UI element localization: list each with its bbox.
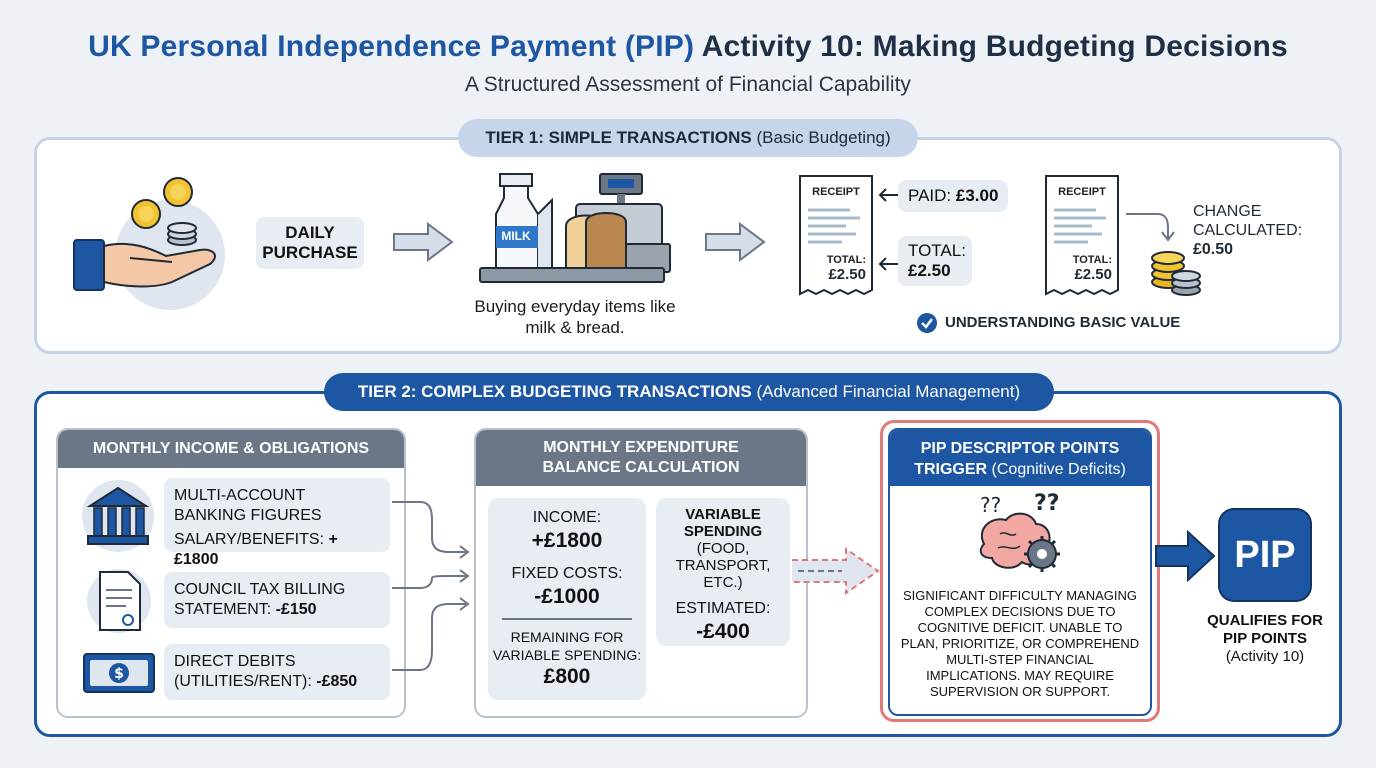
tier1-pill: TIER 1: SIMPLE TRANSACTIONS (Basic Budge… [458,119,918,157]
qualifies-text: QUALIFIES FOR PIP POINTS (Activity 10) [1196,612,1334,666]
dashed-arrow-icon [792,547,880,595]
tier2-pill-rest: (Advanced Financial Management) [756,382,1021,401]
paid-label: PAID: [908,186,952,205]
receipt-1-total-label: TOTAL: [826,254,866,266]
pip-body-text: Significant difficulty managing complex … [900,588,1140,699]
balance-calc-box: INCOME: +£1800 FIXED COSTS: -£1000 REMAI… [488,498,646,700]
receipt-icon [799,175,873,296]
variable-spending-box: VARIABLE SPENDING (FOOD, TRANSPORT, ETC.… [656,498,790,646]
tier1-pill-rest: (Basic Budgeting) [756,128,891,147]
qualifies-line1: QUALIFIES FOR [1207,612,1323,629]
debits-value: -£850 [316,673,358,690]
arrow-right-icon [1155,530,1216,582]
pip-trigger-inner: PIP DESCRIPTOR POINTS TRIGGER (Cognitive… [888,428,1152,716]
council-line1: COUNCIL TAX BILLING [174,581,346,598]
salary-label: SALARY/BENEFITS: [174,531,324,548]
remaining-value: £800 [543,665,591,688]
receipt-2-label: RECEIPT [1058,186,1106,198]
fixed-label: FIXED COSTS: [511,565,623,582]
pip-header-rest: (Cognitive Deficits) [991,461,1126,478]
variable-line1: VARIABLE [685,506,761,523]
expenditure-header: MONTHLY EXPENDITURE BALANCE CALCULATION [476,430,806,486]
fixed-value: -£1000 [534,585,600,608]
estimated-value: -£400 [696,620,750,643]
council-value: -£150 [275,601,317,618]
bank-icon [82,480,154,552]
salary-line: SALARY/BENEFITS: +£1800 [174,530,380,570]
pip-trigger-header: PIP DESCRIPTOR POINTS TRIGGER (Cognitive… [890,430,1150,486]
income-header: MONTHLY INCOME & OBLIGATIONS [58,430,404,468]
total-chip: TOTAL: £2.50 [898,236,972,286]
pip-logo: PIP [1220,510,1310,600]
understanding-text: UNDERSTANDING BASIC VALUE [945,314,1181,331]
remaining-line2: VARIABLE SPENDING: [492,647,642,663]
page-subtitle: A Structured Assessment of Financial Cap… [465,73,911,96]
paid-value: £3.00 [955,186,999,205]
svg-text:??: ?? [980,493,1001,517]
check-circle-icon [917,313,937,333]
variable-line5: ETC.) [703,574,743,591]
income-value: +£1800 [531,529,603,552]
arrow-right-icon [705,222,766,262]
tier1-caption: Buying everyday items like milk & bread. [474,297,676,337]
remaining-line1: REMAINING FOR [510,629,624,645]
qualifies-line3: (Activity 10) [1225,648,1305,665]
title-part2: Activity 10: Making Budgeting Decisions [701,30,1288,63]
debits-label: (UTILITIES/RENT): [174,673,312,690]
milk-label: MILK [501,229,531,243]
council-tax-row: COUNCIL TAX BILLING STATEMENT: -£150 [164,572,390,628]
total-label: TOTAL: [908,241,966,260]
banknote-icon: $ [83,653,155,693]
receipt-icon [1045,175,1119,296]
receipt-2-total-label: TOTAL: [1072,254,1112,266]
change-label: CHANGE CALCULATED: [1193,203,1303,239]
title-part1: UK Personal Independence Payment (PIP) [88,30,695,63]
council-label: STATEMENT: [174,601,272,618]
coin-stack-icon [1126,213,1201,296]
connector-arrows [392,501,470,671]
income-label: INCOME: [532,509,602,526]
variable-line2: SPENDING [683,523,763,540]
banking-line2: BANKING FIGURES [174,507,322,524]
banking-line1: MULTI-ACCOUNT [174,487,306,504]
direct-debits-row: DIRECT DEBITS (UTILITIES/RENT): -£850 [164,644,390,700]
svg-text:$: $ [114,666,124,682]
groceries-register-icon [479,173,671,283]
receipt-2-total-value: £2.50 [1074,266,1112,283]
tier1-pill-strong: TIER 1: SIMPLE TRANSACTIONS [485,128,752,147]
divider [502,618,632,620]
document-icon [87,569,151,633]
qualifies-line2: PIP POINTS [1223,630,1307,647]
total-value: £2.50 [908,261,951,280]
paid-chip: PAID: £3.00 [898,180,1009,212]
debits-line1: DIRECT DEBITS [174,653,296,670]
change-value: £0.50 [1193,241,1234,258]
expenditure-header-line1: MONTHLY EXPENDITURE [543,439,739,456]
tier2-pill-strong: TIER 2: COMPLEX BUDGETING TRANSACTIONS [357,382,752,401]
page-title: UK Personal Independence Payment (PIP) A… [0,30,1376,64]
pip-header-trigger: TRIGGER [914,461,988,478]
receipt-1-total-value: £2.50 [828,266,866,283]
estimated-label: ESTIMATED: [675,600,771,617]
pip-header-line1: PIP DESCRIPTOR POINTS [920,440,1120,457]
arrow-left-icon [878,188,898,271]
variable-line3: (FOOD, [696,540,750,557]
receipt-1-label: RECEIPT [812,186,860,198]
hand-coins-icon [73,177,225,310]
tier2-pill: TIER 2: COMPLEX BUDGETING TRANSACTIONS (… [324,373,1054,411]
banking-row: MULTI-ACCOUNT BANKING FIGURES SALARY/BEN… [164,478,390,568]
arrow-right-icon [393,222,454,262]
change-text: CHANGE CALCULATED: £0.50 [1193,202,1323,259]
expenditure-header-line2: BALANCE CALCULATION [542,459,740,476]
brain-gear-icon: ?? ?? [979,491,1060,572]
svg-text:??: ?? [1034,491,1060,516]
daily-purchase-chip: DAILY PURCHASE [256,217,364,269]
variable-line4: TRANSPORT, [675,557,771,574]
salary-value: +£1800 [174,531,338,568]
